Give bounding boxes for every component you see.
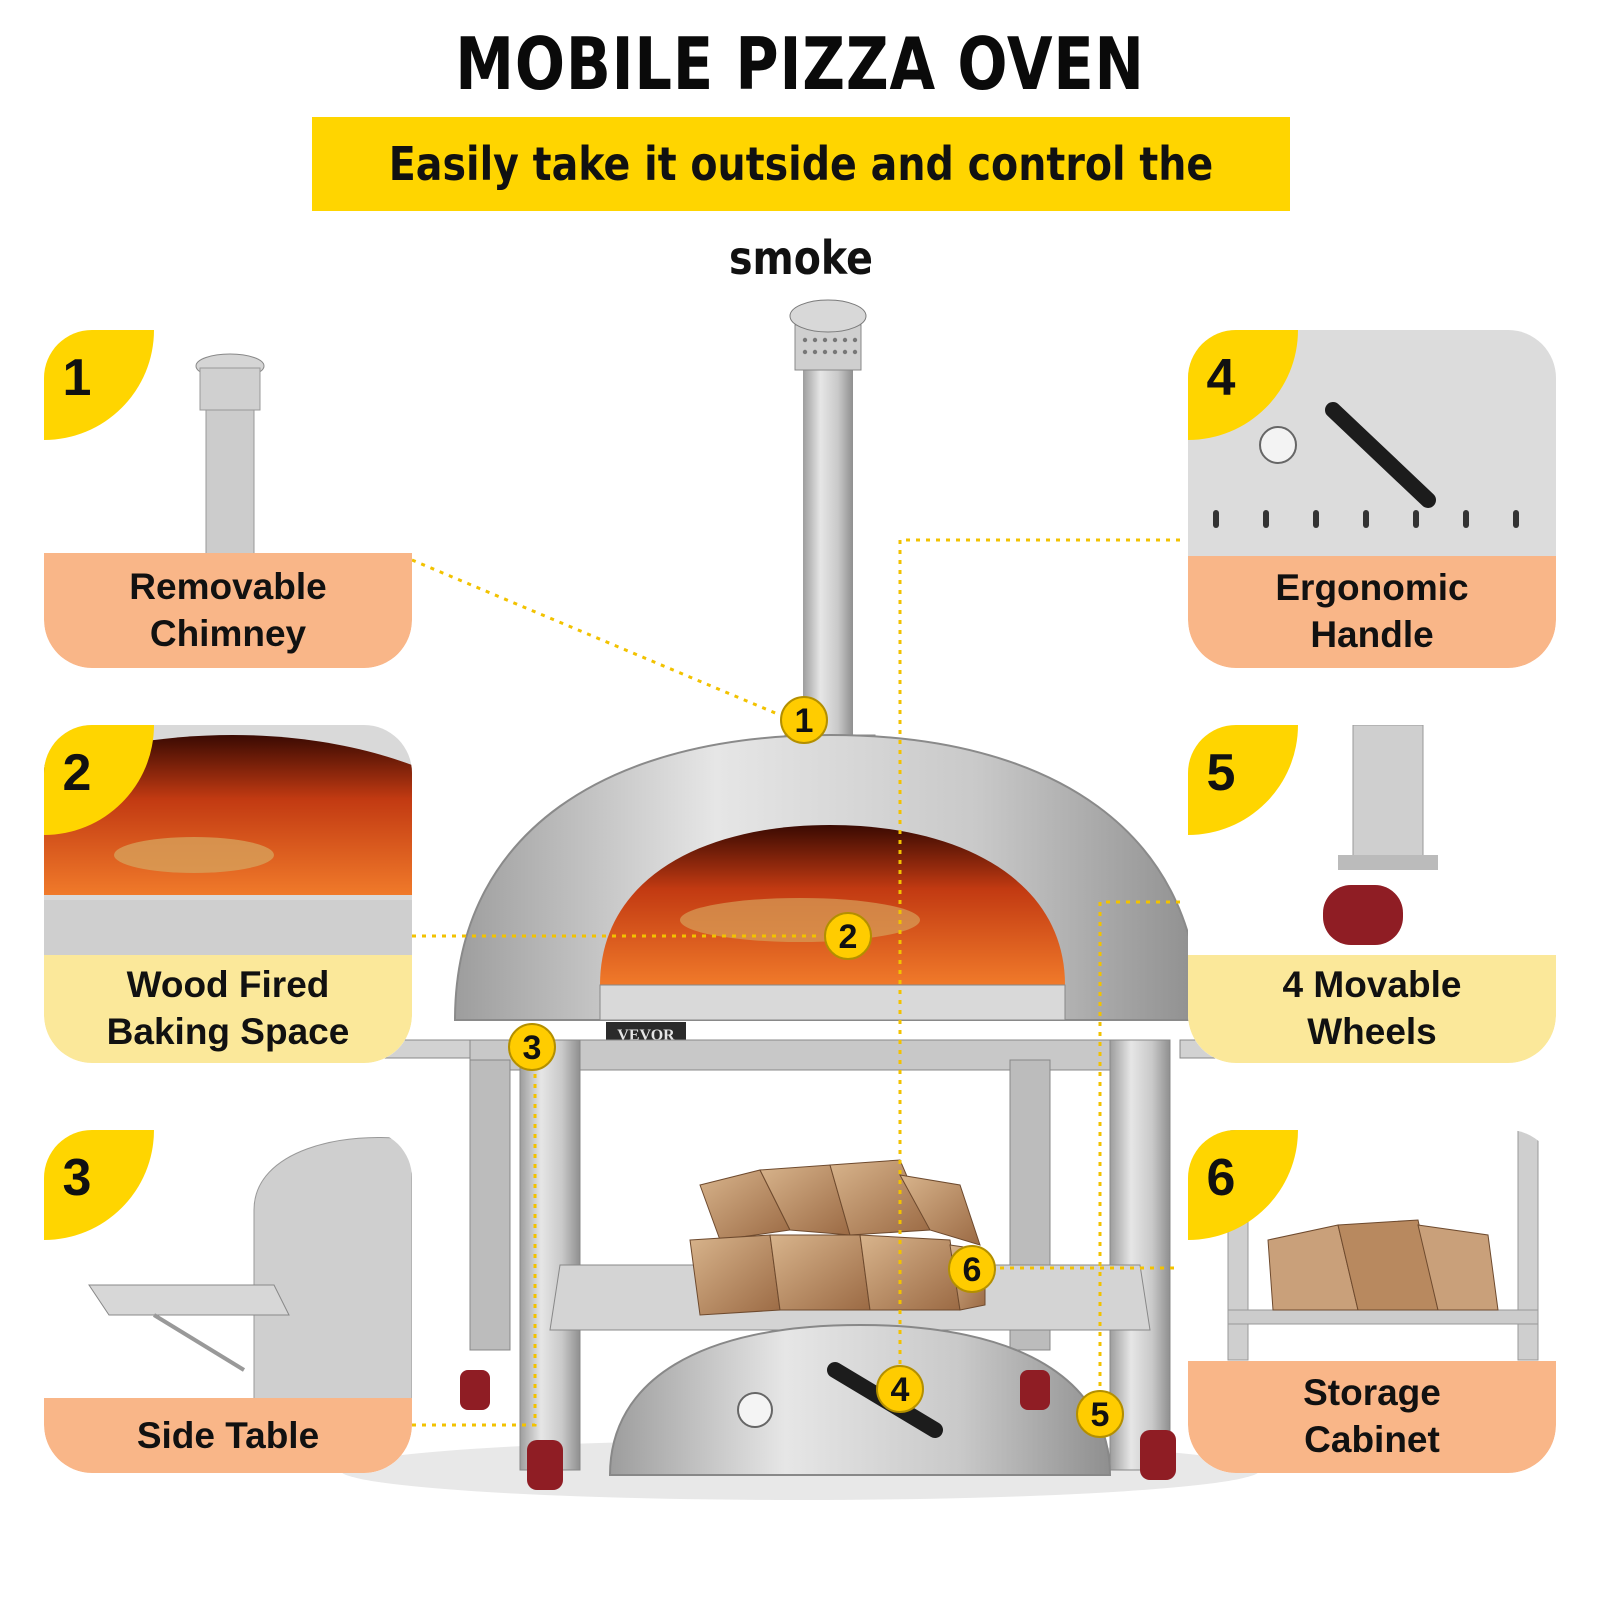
marker-3: 3 (508, 1023, 556, 1071)
feature-card-chimney: 1 Removable Chimney (44, 330, 412, 668)
feature-label-line2: Handle (1310, 614, 1434, 655)
leg-front-right (1109, 1039, 1171, 1471)
firewood-stack (689, 1159, 986, 1316)
marker-4: 4 (876, 1365, 924, 1413)
feature-badge: 6 (1188, 1130, 1298, 1240)
feature-label-line1: Removable (129, 566, 327, 607)
marker-6: 6 (948, 1245, 996, 1293)
feature-label-line1: Ergonomic (1275, 567, 1469, 608)
marker-5: 5 (1076, 1390, 1124, 1438)
feature-label-area: 4 Movable Wheels (1188, 955, 1556, 1063)
marker-2: 2 (824, 912, 872, 960)
subtitle-banner: Easily take it outside and control the s… (312, 117, 1290, 285)
subtitle-text: Easily take it outside and control the s… (388, 137, 1214, 285)
page-title: MOBILE PIZZA OVEN (455, 22, 1145, 106)
feature-card-handle: 4 Ergonomic Handle (1188, 330, 1556, 668)
chimney-holes (802, 337, 858, 355)
callout-lines (411, 538, 1180, 1427)
chimney-cap (789, 299, 867, 333)
feature-label-line2: Baking Space (106, 1011, 350, 1052)
feature-label-area: Side Table (44, 1398, 412, 1473)
feature-label-area: Storage Cabinet (1188, 1361, 1556, 1473)
oven-front-ledge (599, 984, 1066, 1021)
feature-label-area: Ergonomic Handle (1188, 556, 1556, 668)
feature-label-line2: Chimney (149, 613, 307, 654)
feature-label-line1: Storage (1303, 1372, 1441, 1413)
feature-card-storage: 6 Storage Cabinet (1188, 1130, 1556, 1473)
feature-badge: 5 (1188, 725, 1298, 835)
feature-card-baking-space: 2 Wood Fired Baking Space (44, 725, 412, 1063)
feature-label-area: Removable Chimney (44, 553, 412, 668)
feature-label-line2: Cabinet (1304, 1419, 1440, 1460)
feature-label-line1: 4 Movable (1282, 964, 1462, 1005)
feature-label-line1: Wood Fired (126, 964, 330, 1005)
feature-card-side-table: 3 Side Table (44, 1130, 412, 1473)
feature-label-line2: Wheels (1307, 1011, 1437, 1052)
marker-1: 1 (780, 696, 828, 744)
feature-label-area: Wood Fired Baking Space (44, 955, 412, 1063)
thermometer-dial (737, 1392, 773, 1428)
leg-back-left (469, 1059, 511, 1351)
feature-badge: 2 (44, 725, 154, 835)
wheels-photo (1188, 725, 1556, 955)
feature-badge: 1 (44, 330, 154, 440)
feature-card-wheels: 5 4 Movable Wheels (1188, 725, 1556, 1063)
cart-top-frame (469, 1039, 1171, 1071)
feature-label-line1: Side Table (136, 1415, 320, 1456)
feature-badge: 4 (1188, 330, 1298, 440)
chimney-pipe (803, 330, 853, 740)
feature-badge: 3 (44, 1130, 154, 1240)
wheels (460, 1370, 1176, 1490)
leg-front-left (519, 1039, 581, 1471)
